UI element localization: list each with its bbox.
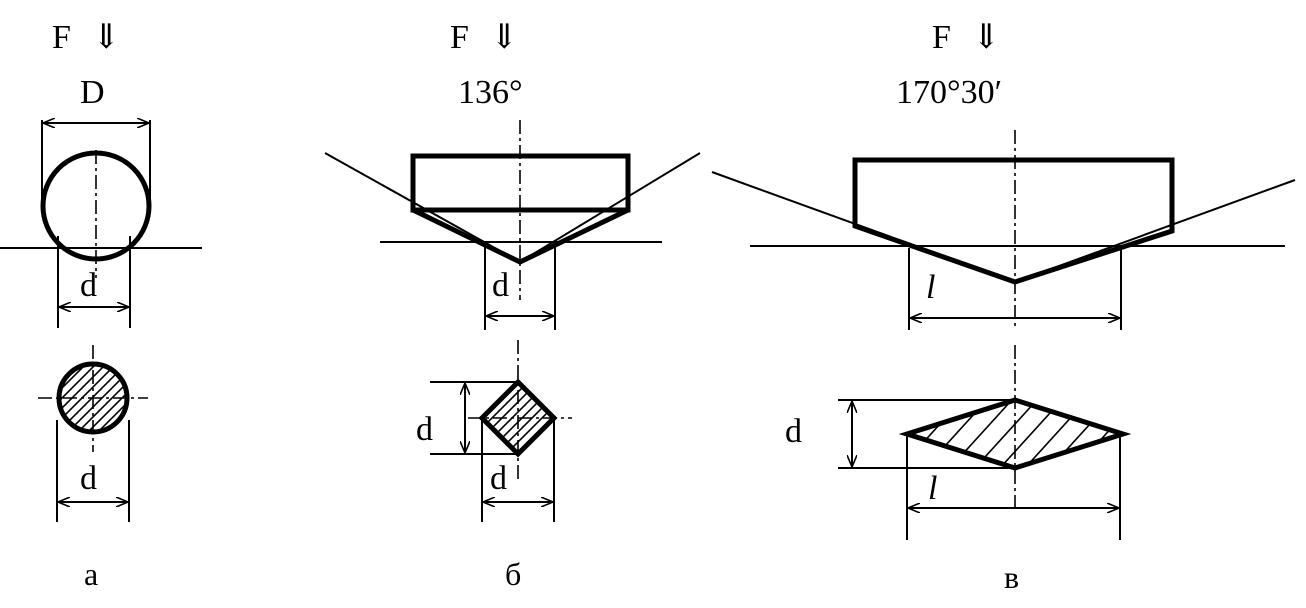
panel-b-print-d-label-top: d [492, 267, 509, 304]
panel-a-print-d-label-bottom: d [80, 460, 97, 497]
panel-c-caption: в [1004, 559, 1019, 595]
panel-a-brinell: F ⇓ D d d а [0, 19, 202, 592]
panel-c-length-label-bottom: l [928, 470, 937, 507]
panel-a-print-circle [56, 361, 130, 435]
panel-a-ball-diameter-label: D [80, 74, 105, 111]
panel-c-print-hatching [907, 400, 1123, 468]
panel-c-force-label: F [932, 19, 951, 56]
panel-a-ball [40, 150, 152, 262]
panel-b-force-label: F [450, 19, 469, 56]
panel-b-print-d-label-left: d [416, 411, 433, 448]
panel-c-knoop: F ⇓ 170°30′ l d [711, 19, 1296, 595]
panel-b-print-d-label-bottom: d [490, 460, 507, 497]
panel-a-caption: а [84, 556, 98, 592]
panel-a-force-label: F [52, 19, 71, 56]
panel-c-length-label-top: l [926, 269, 935, 306]
panel-a-force-arrow-icon: ⇓ [92, 19, 121, 56]
panel-c-angle-label: 170°30′ [896, 74, 1002, 111]
panel-c-print-rhombus [898, 397, 1132, 471]
panel-b-angle-label: 136° [458, 74, 523, 111]
panel-c-indenter [852, 157, 1175, 285]
panel-c-force-arrow-icon: ⇓ [972, 19, 1001, 56]
panel-b-caption: б [505, 556, 521, 592]
panel-b-indenter-tip [411, 207, 630, 265]
panel-a-print-d-label-top: d [80, 267, 97, 304]
panel-b-force-arrow-icon: ⇓ [490, 19, 519, 56]
panel-a-print-hatching [59, 364, 127, 432]
panel-c-print-d-label: d [785, 413, 802, 450]
panel-b-vickers: F ⇓ 136° d d d [324, 19, 701, 592]
